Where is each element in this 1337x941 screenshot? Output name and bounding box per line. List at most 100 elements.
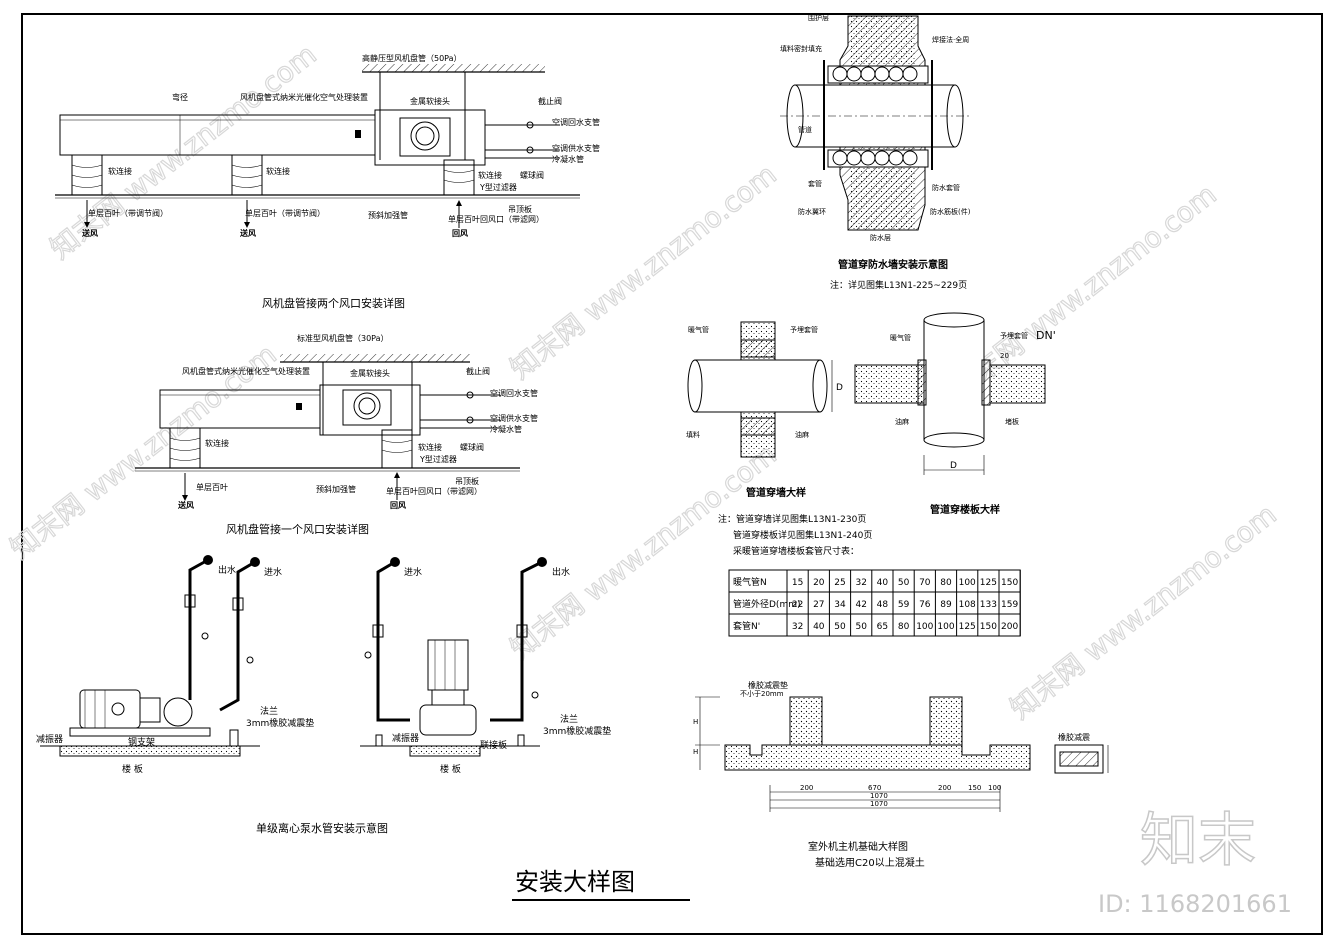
table-cell: 59 [898, 600, 910, 610]
label-grille-1: 单层百叶（带调节阀） [88, 208, 168, 218]
label-dim-150: 150 [968, 784, 981, 792]
table-cell: 80 [940, 578, 952, 588]
label-supply-air-one: 送风 [177, 500, 194, 510]
table-cell: 32 [855, 578, 866, 588]
table-cell: 76 [919, 600, 931, 610]
label-dim-d2: D [950, 461, 957, 471]
label-return-pipe-two: 空调回水支管 [552, 117, 600, 127]
label-flange-1: 法兰 [260, 705, 278, 717]
label-pad-2: 3mm橡胶减震垫 [543, 725, 611, 737]
pump-diagram: 出水 进水 法兰 3mm橡胶减震垫 减振器 钢支架 楼 板 进水 出水 法兰 3… [36, 555, 611, 835]
label-dim-20: 20 [1000, 352, 1009, 360]
label-dim-h: H [693, 718, 698, 726]
label-return-pipe-one: 空调回水支管 [490, 388, 538, 398]
label-oil-1: 油麻 [795, 430, 809, 439]
table-cell: 70 [919, 578, 931, 588]
table-cell: 27 [813, 600, 824, 610]
label-unit-one: 风机盘管式纳米光催化空气处理装置 [182, 366, 310, 376]
table-cell: 15 [792, 578, 803, 588]
foundation-title: 室外机主机基础大样图 [808, 840, 908, 853]
label-soft-one-2: 软连接 [418, 442, 442, 452]
sheet-border [21, 13, 1323, 935]
label-rib-plate: 防水筋板(件) [930, 207, 971, 216]
table-cell: 32 [792, 622, 803, 632]
table-cell: 159 [1001, 600, 1018, 610]
label-dim-dn: DN' [1036, 329, 1056, 342]
pump-title: 单级离心泵水管安装示意图 [256, 821, 388, 835]
table-row-label: 套管N' [733, 620, 760, 632]
label-casing-1: 予埋套管 [790, 325, 818, 334]
label-inlet-2: 进水 [404, 566, 422, 578]
label-bend: 弯径 [172, 92, 188, 102]
label-metal-joint-one: 金属软接头 [350, 368, 390, 378]
table-cell: 34 [834, 600, 846, 610]
pipe-note-line-2: 管道穿楼板详见图集L13N1-240页 [733, 529, 872, 541]
table-cell: 89 [940, 600, 952, 610]
table-cell: 100 [959, 578, 976, 588]
watermark: 知末网 www.znzmo.com 知末网 www.znzmo.com 知末网 … [3, 37, 1292, 918]
label-waterproof-casing: 防水套管 [932, 183, 960, 192]
label-reinforce-two: 预斜加强管 [368, 210, 408, 220]
label-weld: 焊接法·全周 [932, 35, 969, 44]
label-duct-one: 标准型风机盘管（30Pa） [297, 333, 389, 343]
label-filter-one: Y型过滤器 [419, 454, 457, 464]
label-soft-3: 软连接 [478, 170, 502, 180]
label-soft-1: 软连接 [108, 166, 132, 176]
table-row-label: 暖气管N [733, 576, 767, 588]
foundation-subtitle: 基础选用C20以上混凝土 [815, 856, 925, 869]
label-grille-2: 单层百叶（带调节阀） [245, 208, 325, 218]
label-casing-2: 予埋套管 [1000, 331, 1028, 340]
table-cell: 50 [834, 622, 846, 632]
label-conn-plate: 联接板 [480, 739, 507, 751]
label-dim-h2: H [693, 748, 698, 756]
pipe-note-line-1: 注：管道穿墙详见图集L13N1-230页 [718, 513, 866, 525]
label-ceiling-two: 吊顶板 [508, 204, 532, 214]
label-casing: 套管 [808, 179, 822, 188]
label-flange-2: 法兰 [560, 713, 578, 725]
label-rubber-pad: 橡胶减震垫 [748, 680, 788, 690]
table-cell: 20 [813, 578, 825, 588]
table-cell: 200 [1001, 622, 1018, 632]
fan-coil-one-diagram: 标准型风机盘管（30Pa） 风机盘管式纳米光催化空气处理装置 金属软接头 截止阀… [135, 333, 538, 536]
label-heating-pipe-2: 暖气管 [890, 333, 911, 342]
label-dim-200b: 200 [938, 784, 951, 792]
label-condensate-one: 冷凝水管 [490, 424, 522, 434]
label-pipe: 管道 [798, 125, 812, 134]
label-supply-pipe-two: 空调供水支管 [552, 143, 600, 153]
label-return-grille-two: 单层百叶回风口（带滤网） [448, 214, 544, 224]
label-steel-frame: 钢支架 [128, 736, 155, 748]
watermark-id: ID: 1168201661 [1098, 890, 1292, 918]
label-return-air-two: 回风 [452, 229, 468, 238]
label-outlet-2: 出水 [552, 566, 570, 578]
label-wing-ring: 防水翼环 [798, 207, 826, 216]
table-cell: 40 [813, 622, 825, 632]
label-pad-1: 3mm橡胶减震垫 [246, 717, 314, 729]
label-dim-1070a: 1070 [870, 792, 888, 800]
pipe-through-diagram: 暖气管 予埋套管 填料 油麻 D 暖气管 予埋套管 DN' 油麻 堵板 D 20… [686, 312, 1056, 557]
table-cell: 125 [980, 578, 997, 588]
table-cell: 50 [855, 622, 867, 632]
fan-coil-one-title: 风机盘管接一个风口安装详图 [226, 522, 369, 536]
label-damper-2: 减振器 [392, 732, 419, 744]
table-cell: 108 [959, 600, 976, 610]
label-heating-pipe-1: 暖气管 [688, 325, 709, 334]
label-unit-two: 风机盘管式纳米光催化空气处理装置 [240, 92, 368, 102]
label-dim-100: 100 [988, 784, 1001, 792]
table-cell: 150 [980, 622, 997, 632]
label-waterproof-layer: 防水层 [870, 233, 891, 242]
label-dim-d1: D [836, 383, 843, 393]
fan-coil-two-diagram: 高静压型风机盘管（50Pa） 弯径 风机盘管式纳米光催化空气处理装置 金属软接头… [55, 53, 600, 310]
label-soft-2: 软连接 [266, 166, 290, 176]
label-ball-valve-two: 螺球阀 [520, 170, 544, 180]
table-row-label: 管道外径D(mm) [733, 598, 801, 610]
label-filter-two: Y型过滤器 [479, 182, 517, 192]
label-stop-valve-two: 截止阀 [538, 96, 562, 106]
pipe-wall-title: 管道穿墙大样 [746, 486, 806, 499]
label-return-air-one: 回风 [390, 501, 406, 510]
table-cell: 125 [959, 622, 976, 632]
table-cell: 25 [834, 578, 845, 588]
table-cell: 100 [937, 622, 954, 632]
label-condensate-two: 冷凝水管 [552, 154, 584, 164]
table-cell: 48 [877, 600, 889, 610]
table-cell: 22 [792, 600, 803, 610]
